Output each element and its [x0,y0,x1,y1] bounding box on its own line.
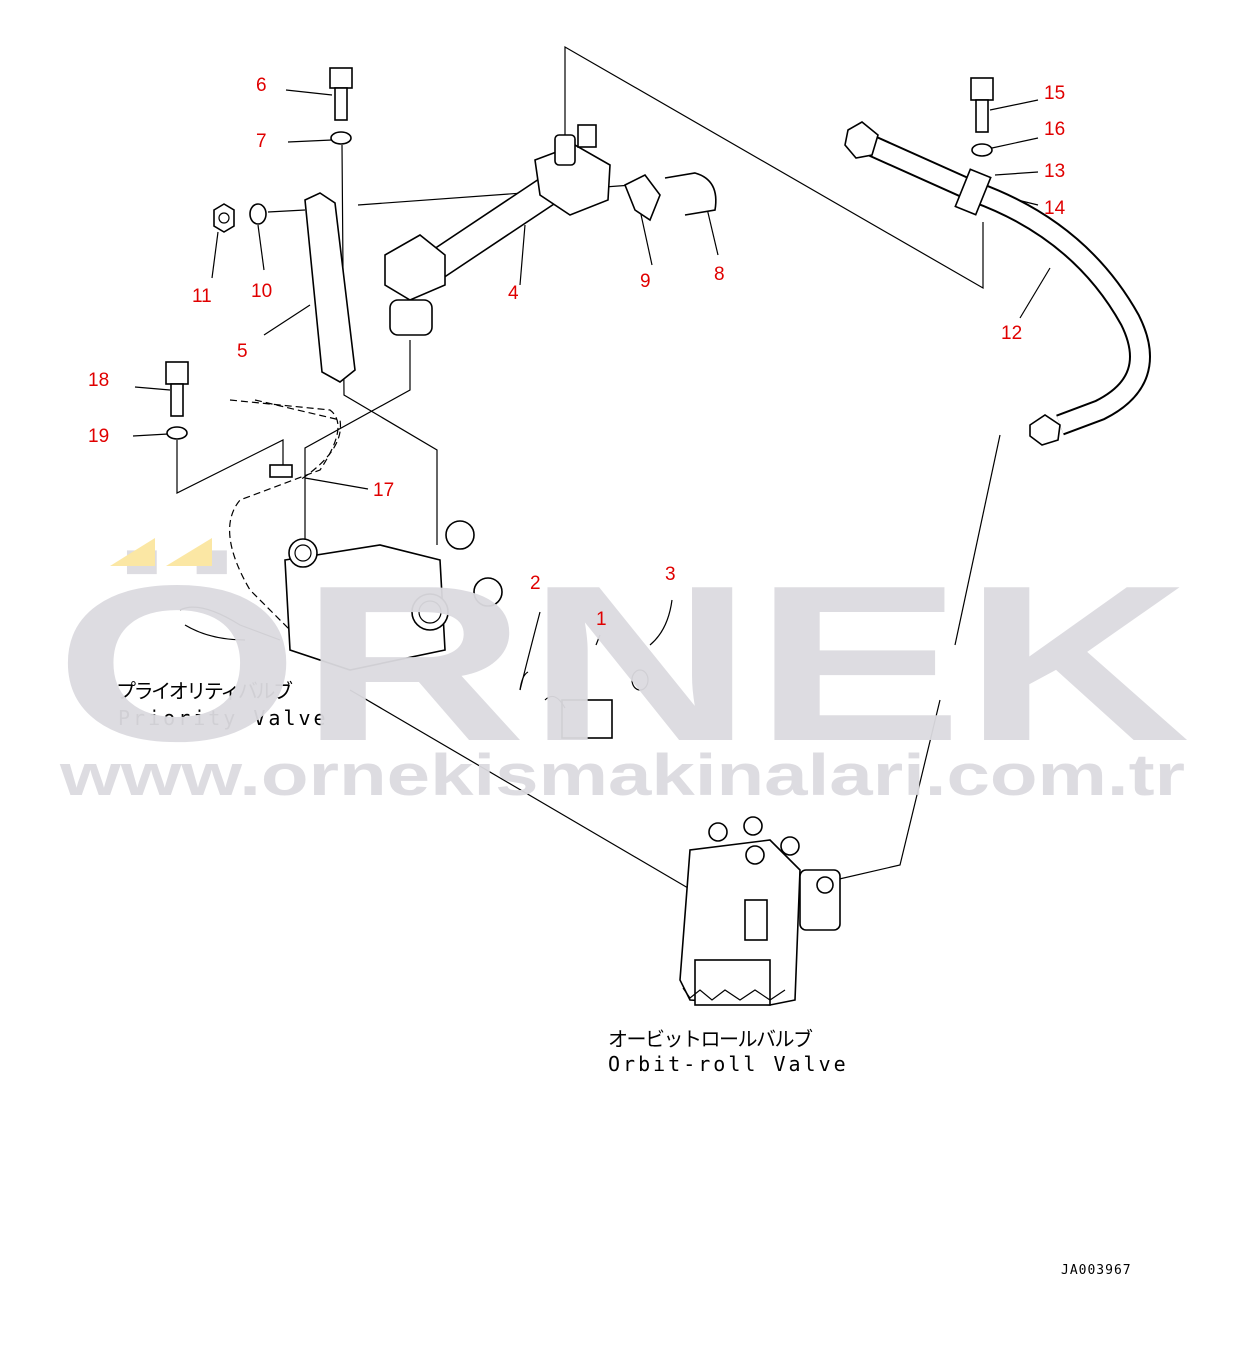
washer-16 [971,143,993,157]
bracket-5 [304,192,356,383]
callout-19: 19 [88,426,109,447]
priority-valve-label: Priority Valve [118,706,329,730]
bolt-6 [329,67,353,121]
callout-5: 5 [237,341,248,362]
watermark: ÖRNEK www.ornekismakinalari.com.tr [55,538,1190,808]
orbit-roll-valve [679,816,841,1006]
callouts: 1 2 3 4 5 6 7 8 9 10 11 12 13 14 15 16 1… [88,75,1066,630]
callout-11: 11 [192,286,212,307]
callout-4: 4 [508,283,519,304]
callout-13: 13 [1044,161,1065,182]
callout-3: 3 [665,564,676,585]
callout-7: 7 [256,131,267,152]
umlaut-right [166,538,212,566]
hose-17 [229,399,342,641]
callout-18: 18 [88,370,109,391]
callout-12: 12 [1001,323,1022,344]
callout-16: 16 [1044,119,1065,140]
callout-14: 14 [1044,198,1066,219]
washer-10 [249,203,267,225]
washer-19 [166,426,188,440]
hose-8 [664,172,717,216]
umlaut-left [110,538,155,566]
nut-11 [213,203,235,233]
bolt-18 [165,361,189,417]
orbit-roll-valve-label-jp: オービットロールバルブ [608,1027,816,1051]
watermark-url: www.ornekismakinalari.com.tr [59,743,1185,808]
callout-10: 10 [251,281,272,302]
priority-valve [179,520,503,671]
callout-8: 8 [714,264,725,285]
callout-17: 17 [373,480,394,501]
solenoid-parts-1-2-3 [519,669,649,739]
watermark-brand: ÖRNEK [55,540,1190,788]
hose-12 [844,121,1151,446]
washer-7 [330,131,352,145]
callout-9: 9 [640,271,651,292]
orbit-roll-valve-label: Orbit-roll Valve [608,1052,849,1076]
tube-4 [384,124,611,336]
bolt-15 [970,77,994,133]
callout-15: 15 [1044,83,1065,104]
callout-2: 2 [530,573,541,594]
callout-6: 6 [256,75,267,96]
drawing-code: JA003967 [1061,1263,1132,1278]
callout-1: 1 [596,609,607,630]
clamp-9 [623,173,661,222]
priority-valve-label-jp: プライオリティバルブ [116,679,296,703]
clamp-13-14 [954,168,992,216]
